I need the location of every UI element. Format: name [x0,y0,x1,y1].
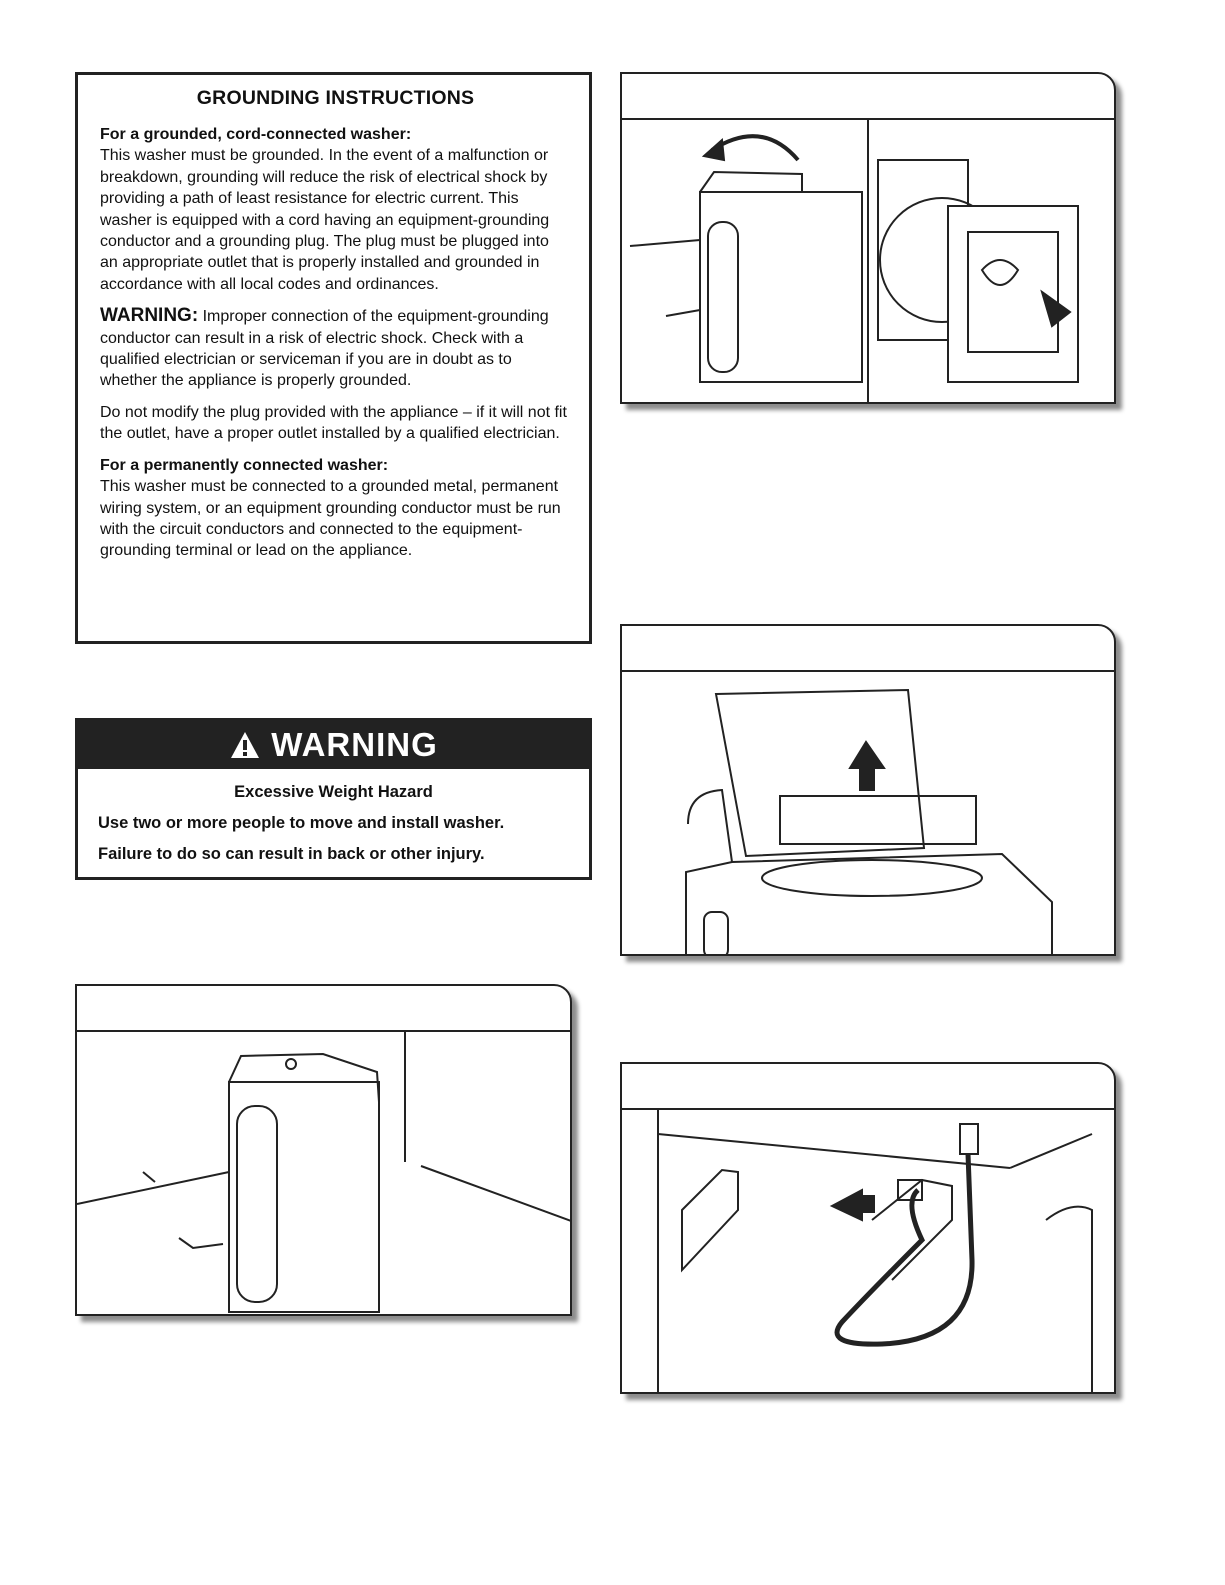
warning-title: WARNING [271,726,438,763]
panel-header [622,1064,1114,1110]
grounding-warning-word: WARNING: [100,305,199,327]
shipping-illustration [629,120,1079,402]
cord-connected-text: This washer must be grounded. In the eve… [100,147,550,293]
lift-illustration [685,688,1053,954]
warning-line-1: Use two or more people to move and insta… [98,814,505,832]
power-cord-illustration [657,1110,1093,1392]
grounding-warning-text: Improper connection of the equipment-gro… [100,308,549,390]
grounding-warning-section: WARNING: Improper connection of the equi… [100,305,571,392]
panel-header [622,626,1114,672]
placement-illustration [77,1032,570,1313]
panel-power-cord [620,1062,1116,1394]
grounding-instructions-box: GROUNDING INSTRUCTIONS For a grounded, c… [75,72,592,644]
panel-header [622,74,1114,120]
panel-header [77,986,570,1032]
cord-connected-heading: For a grounded, cord-connected washer: [100,126,412,143]
cord-connected-section: For a grounded, cord-connected washer: T… [100,124,571,295]
warning-triangle-icon [231,732,260,758]
permanent-text: This washer must be connected to a groun… [100,478,561,560]
panel-shipping-removal [620,72,1116,404]
warning-banner: WARNING [78,721,589,769]
hazard-name: Excessive Weight Hazard [234,783,433,801]
permanent-heading: For a permanently connected washer: [100,456,389,474]
permanent-section: For a permanently connected washer: This… [100,455,571,562]
panel-washer-placement [75,984,572,1316]
weight-warning-box: WARNING Excessive Weight Hazard Use two … [75,718,592,880]
grounding-title: GROUNDING INSTRUCTIONS [196,87,475,109]
modify-plug-text: Do not modify the plug provided with the… [100,403,567,443]
panel-lift-packing [620,624,1116,956]
warning-line-2: Failure to do so can result in back or o… [98,845,485,863]
